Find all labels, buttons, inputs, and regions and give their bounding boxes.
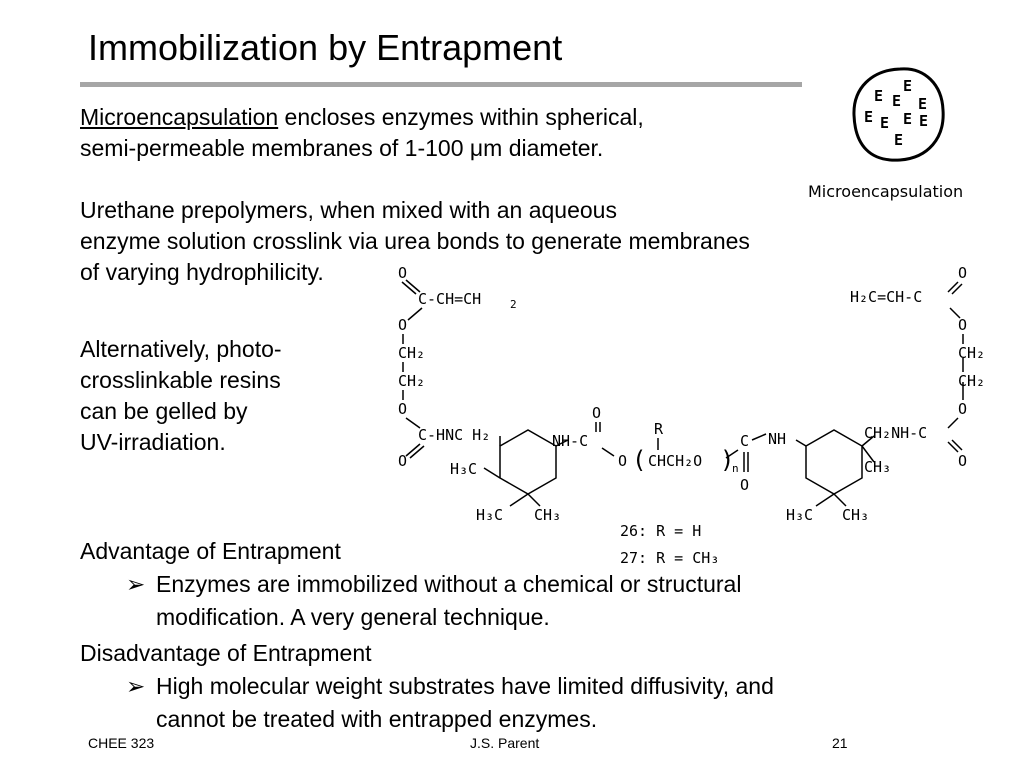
enzyme-e-3: E: [892, 92, 901, 110]
disadvantage-bullet: ➢ High molecular weight substrates have …: [126, 670, 946, 736]
svg-text:CH₂: CH₂: [398, 344, 425, 362]
paragraph-photocrosslink: Alternatively, photo- crosslinkable resi…: [80, 334, 380, 458]
enzyme-e-7: E: [903, 110, 912, 128]
disadvantage-heading: Disadvantage of Entrapment: [80, 640, 372, 666]
paragraph-microencapsulation: Microencapsulation encloses enzymes with…: [80, 102, 800, 164]
svg-text:(: (: [632, 446, 646, 474]
svg-text:O: O: [958, 316, 967, 334]
chemical-structure: O C-CH=CH 2 O CH₂ CH₂ O C-HNC H₂ O H₃C H…: [398, 264, 985, 567]
svg-text:2: 2: [510, 298, 517, 311]
term-microencapsulation: Microencapsulation: [80, 104, 279, 130]
microcapsule-figure: E E E E E E E E E Microencapsulation: [808, 67, 963, 201]
svg-text:NH-C: NH-C: [552, 432, 588, 450]
advantage-heading: Advantage of Entrapment: [80, 538, 341, 564]
p1-line2-pre: semi-permeable membranes of 1-100: [80, 135, 470, 161]
svg-text:CH₂: CH₂: [958, 372, 985, 390]
slide-title: Immobilization by Entrapment: [88, 27, 563, 68]
p2-line2: enzyme solution crosslink via urea bonds…: [80, 228, 750, 254]
compound-26-label: 26: R = H: [620, 522, 701, 540]
figure-caption: Microencapsulation: [808, 182, 963, 201]
enzyme-e-5: E: [864, 108, 873, 126]
mu-symbol: μ: [469, 135, 484, 161]
svg-text:C: C: [740, 432, 749, 450]
svg-text:CH₂: CH₂: [958, 344, 985, 362]
p3-line3: can be gelled by: [80, 398, 248, 424]
right-ring: [805, 429, 863, 495]
advantage-text-line1: Enzymes are immobilized without a chemic…: [156, 571, 742, 597]
svg-text:O: O: [618, 452, 627, 470]
svg-text:CH₂: CH₂: [398, 372, 425, 390]
enzyme-e-1: E: [903, 77, 912, 95]
footer-course: CHEE 323: [88, 735, 155, 751]
p3-line4: UV-irradiation.: [80, 429, 226, 455]
svg-text:O: O: [740, 476, 749, 494]
right-urethane-link: CH₂NH-C: [864, 424, 927, 442]
right-acrylate: H₂C=CH-C: [850, 288, 922, 306]
p3-line1: Alternatively, photo-: [80, 336, 282, 362]
svg-text:): ): [720, 446, 734, 474]
enzyme-e-8: E: [919, 112, 928, 130]
p2-line1: Urethane prepolymers, when mixed with an…: [80, 197, 617, 223]
svg-text:O: O: [398, 400, 407, 418]
enzyme-e-4: E: [918, 95, 927, 113]
advantage-text-line2: modification. A very general technique.: [156, 604, 550, 630]
left-ring: [499, 429, 557, 495]
enzyme-e-2: E: [874, 87, 883, 105]
svg-text:CH₃: CH₃: [864, 458, 891, 476]
svg-text:O: O: [398, 316, 407, 334]
repeat-unit: CHCH₂O: [648, 452, 702, 470]
capsule-membrane: [852, 67, 945, 162]
svg-text:H₃C: H₃C: [450, 460, 477, 478]
p1-line2-post: m diameter.: [483, 135, 604, 161]
title-divider: [80, 82, 802, 87]
disadvantage-text-line2: cannot be treated with entrapped enzymes…: [156, 706, 598, 732]
advantage-bullet: ➢ Enzymes are immobilized without a chem…: [126, 568, 946, 634]
p3-line2: crosslinkable resins: [80, 367, 281, 393]
disadvantage-text-line1: High molecular weight substrates have li…: [156, 673, 774, 699]
svg-text:NH: NH: [768, 430, 786, 448]
svg-text:O: O: [958, 452, 967, 470]
bullet-arrow-icon: ➢: [126, 673, 146, 699]
compound-27-label: 27: R = CH₃: [620, 549, 719, 567]
footer-author: J.S. Parent: [470, 735, 540, 751]
svg-text:H₃C: H₃C: [786, 506, 813, 524]
p1-line1-rest: encloses enzymes within spherical,: [278, 104, 644, 130]
svg-text:CH₃: CH₃: [534, 506, 561, 524]
svg-text:n: n: [732, 462, 739, 475]
enzyme-e-6: E: [880, 114, 889, 132]
svg-text:O: O: [958, 264, 967, 282]
p2-line3: of varying hydrophilicity.: [80, 259, 324, 285]
left-acrylate: C-CH=CH: [418, 290, 481, 308]
left-urethane-link: C-HNC H₂: [418, 426, 490, 444]
svg-text:O: O: [398, 452, 407, 470]
footer-page-number: 21: [832, 735, 848, 751]
enzyme-e-9: E: [894, 131, 903, 149]
svg-text:CH₃: CH₃: [842, 506, 869, 524]
svg-text:O: O: [592, 404, 601, 422]
svg-text:H₃C: H₃C: [476, 506, 503, 524]
paragraph-urethane: Urethane prepolymers, when mixed with an…: [80, 195, 930, 288]
svg-text:R: R: [654, 420, 664, 438]
svg-text:O: O: [958, 400, 967, 418]
struct-o: O: [398, 264, 407, 282]
bullet-arrow-icon: ➢: [126, 571, 146, 597]
